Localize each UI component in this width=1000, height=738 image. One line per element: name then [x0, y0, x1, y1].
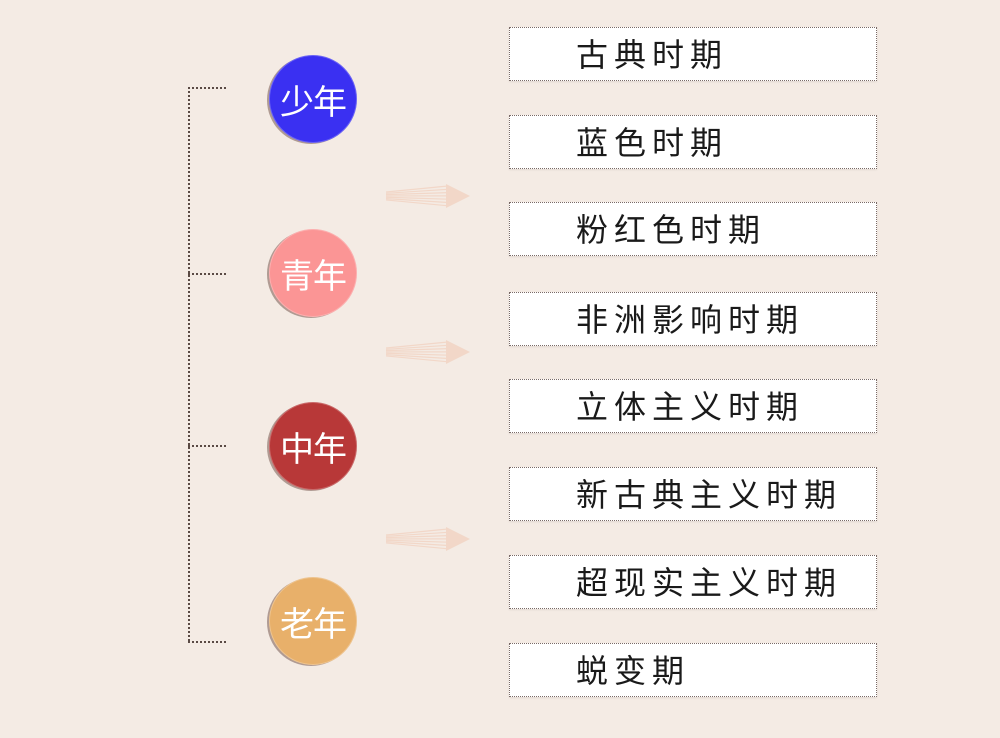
stage-circle-old-age: 老年 — [269, 577, 357, 665]
period-label: 古典时期 — [576, 36, 729, 74]
bracket-tick-3 — [188, 445, 226, 447]
period-box: 新古典主义时期 — [509, 467, 877, 521]
bracket-tick-4 — [188, 641, 226, 643]
bracket-tick-1 — [188, 87, 226, 89]
period-box: 古典时期 — [509, 27, 877, 81]
period-label: 新古典主义时期 — [576, 476, 843, 514]
period-label: 蓝色时期 — [576, 124, 729, 162]
stage-circle-young-adult: 青年 — [269, 229, 357, 317]
arrow-right-icon — [386, 340, 470, 364]
bracket-line — [188, 87, 190, 641]
period-box: 超现实主义时期 — [509, 555, 877, 609]
period-label: 粉红色时期 — [576, 211, 767, 249]
period-box: 粉红色时期 — [509, 202, 877, 256]
stage-label: 少年 — [280, 82, 347, 123]
period-label: 非洲影响时期 — [576, 301, 805, 339]
period-label: 立体主义时期 — [576, 388, 805, 426]
arrow-right-icon — [386, 184, 470, 208]
period-label: 超现实主义时期 — [576, 564, 843, 602]
period-box: 蓝色时期 — [509, 115, 877, 169]
period-label: 蜕变期 — [576, 652, 691, 690]
period-box: 立体主义时期 — [509, 379, 877, 433]
stage-circle-youth: 少年 — [269, 55, 357, 143]
stage-label: 中年 — [280, 429, 347, 470]
stage-label: 老年 — [280, 604, 347, 645]
stage-circle-middle-age: 中年 — [269, 402, 357, 490]
period-box: 非洲影响时期 — [509, 292, 877, 346]
arrow-right-icon — [386, 527, 470, 551]
bracket-tick-2 — [188, 273, 226, 275]
period-box: 蜕变期 — [509, 643, 877, 697]
stage-label: 青年 — [280, 256, 347, 297]
